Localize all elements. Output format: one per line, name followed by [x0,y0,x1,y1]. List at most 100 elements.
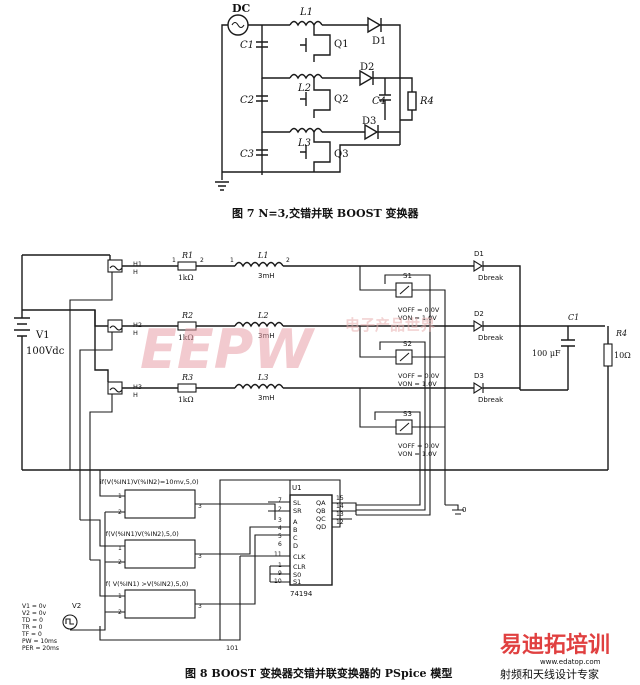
r2-name: R2 [181,311,193,320]
svg-text:3: 3 [198,503,202,510]
d2-model: Dbreak [478,334,504,342]
l1-name: L1 [257,251,268,260]
r3-value: 1kΩ [178,395,194,404]
fig7-caption: 图 7 N=3,交错并联 BOOST 变换器 [232,206,420,220]
svg-text:3: 3 [278,517,282,524]
fig7-d1: D1 [372,36,386,47]
svg-text:VON = 1.0V: VON = 1.0V [398,450,437,458]
fig7-q3: Q3 [334,149,349,160]
branch-row-2: R2 1kΩ L2 3mH D2 Dbreak [122,310,605,342]
fig8-caption: 图 8 BOOST 变换器交错并联变换器的 PSpice 模型 [185,666,452,680]
switch-s2: S2 VOFF = 0.0V VON = 1.0V [395,340,440,388]
svg-text:5: 5 [278,533,282,540]
r4-name: R4 [615,329,627,338]
svg-text:D: D [293,542,298,550]
svg-text:2: 2 [200,257,204,264]
svg-text:SR: SR [293,507,302,515]
d1-model: Dbreak [478,274,504,282]
fig7-l2: L2 [297,83,311,94]
switch-s3: S3 VOFF = 0.0V VON = 1.0V [395,410,440,458]
u1-74194: U1 74194 SL SR A B C D CLK CLR S0 S1 QA … [274,484,344,598]
svg-text:V1 = 0v: V1 = 0v [22,603,47,610]
svg-text:QA: QA [316,499,326,507]
d1-name: D1 [474,250,484,258]
d2-name: D2 [474,310,484,318]
svg-text:if( V(%IN1) >V(%IN2),5,0): if( V(%IN1) >V(%IN2),5,0) [104,580,188,588]
svg-text:11: 11 [274,551,282,558]
svg-text:C: C [293,534,298,542]
svg-text:PW = 10ms: PW = 10ms [22,638,57,645]
fig8-pspice-model: V1 100Vdc H1 H H2 H H3 H [14,250,631,680]
svg-text:A: A [293,518,298,526]
svg-text:PER = 20ms: PER = 20ms [22,645,59,652]
l3-name: L3 [257,373,268,382]
svg-text:B: B [293,526,297,534]
svg-text:V2 = 0v: V2 = 0v [22,610,47,617]
svg-text:S0: S0 [293,571,301,579]
svg-text:www.edatop.com: www.edatop.com [540,658,601,666]
svg-text:射频和天线设计专家: 射频和天线设计专家 [500,667,599,681]
c1-name: C1 [568,313,579,322]
svg-text:QD: QD [316,523,326,531]
fig7-r4: R4 [419,96,434,107]
svg-text:SL: SL [293,499,301,507]
l3-value: 3mH [258,394,275,402]
svg-text:3: 3 [198,553,202,560]
fig7-c3: C3 [240,149,254,160]
svg-text:V2: V2 [72,602,81,610]
r4-resistor [407,91,417,111]
svg-text:QB: QB [316,507,326,515]
svg-text:1: 1 [230,257,234,264]
r1-value: 1kΩ [178,273,194,282]
r2-value: 1kΩ [178,333,194,342]
svg-text:3: 3 [198,603,202,610]
svg-text:S2: S2 [403,340,412,348]
svg-text:if(V(%IN1)V(%IN2),5,0): if(V(%IN1)V(%IN2),5,0) [104,530,179,538]
d3-name: D3 [474,372,484,380]
c1-value: 100 μF [532,349,561,358]
fig7-d2: D2 [360,62,374,73]
svg-text:VOFF = 0.0V: VOFF = 0.0V [398,442,440,450]
svg-text:4: 4 [278,525,282,532]
fig7-c2: C2 [240,95,254,106]
fig7-l3: L3 [297,138,311,149]
svg-text:S1: S1 [293,578,301,586]
svg-text:TF = 0: TF = 0 [21,631,42,638]
svg-text:H1: H1 [133,260,142,268]
v1-value: 100Vdc [26,346,65,357]
output-stage: C1 100 μF R4 10Ω [520,313,631,470]
sensor-h3: H3 H [107,381,142,399]
svg-text:H3: H3 [133,383,142,391]
d3-model: Dbreak [478,396,504,404]
svg-text:if(V(%IN1)V(%IN2)=10mv,5,0): if(V(%IN1)V(%IN2)=10mv,5,0) [100,478,199,486]
svg-text:TD = 0: TD = 0 [21,617,43,624]
r4-load [603,343,613,367]
svg-text:QC: QC [316,515,326,523]
svg-text:CLR: CLR [293,563,306,571]
branch-row-3: R3 1kΩ L3 3mH D3 Dbreak [122,372,520,404]
svg-text:TR = 0: TR = 0 [21,624,43,631]
r1-name: R1 [181,251,193,260]
u1-part: 74194 [290,590,313,598]
v1-name: V1 [35,330,50,341]
svg-text:S1: S1 [403,272,412,280]
fig7-c1: C1 [240,40,254,51]
switch-s1: S1 VOFF = 0.0V VON = 1.0V [395,272,440,322]
svg-text:H: H [133,268,138,276]
svg-text:7: 7 [278,497,282,504]
svg-text:2: 2 [286,257,290,264]
fig7-c4: C4 [372,96,386,107]
svg-text:VOFF = 0.0V: VOFF = 0.0V [398,306,440,314]
fig7-q2: Q2 [334,94,349,105]
sensor-h2: H2 H [107,319,142,337]
v2-pulse-source: V2 V1 = 0v V2 = 0v TD = 0 TR = 0 TF = 0 … [21,602,81,652]
svg-text:H2: H2 [133,321,142,329]
svg-text:VON = 1.0V: VON = 1.0V [398,314,437,322]
fig7-q1: Q1 [334,39,349,50]
svg-text:6: 6 [278,541,282,548]
sensor-h1: H1 H [107,259,142,276]
svg-text:VOFF = 0.0V: VOFF = 0.0V [398,372,440,380]
svg-text:1: 1 [118,545,122,552]
svg-text:1: 1 [172,257,176,264]
